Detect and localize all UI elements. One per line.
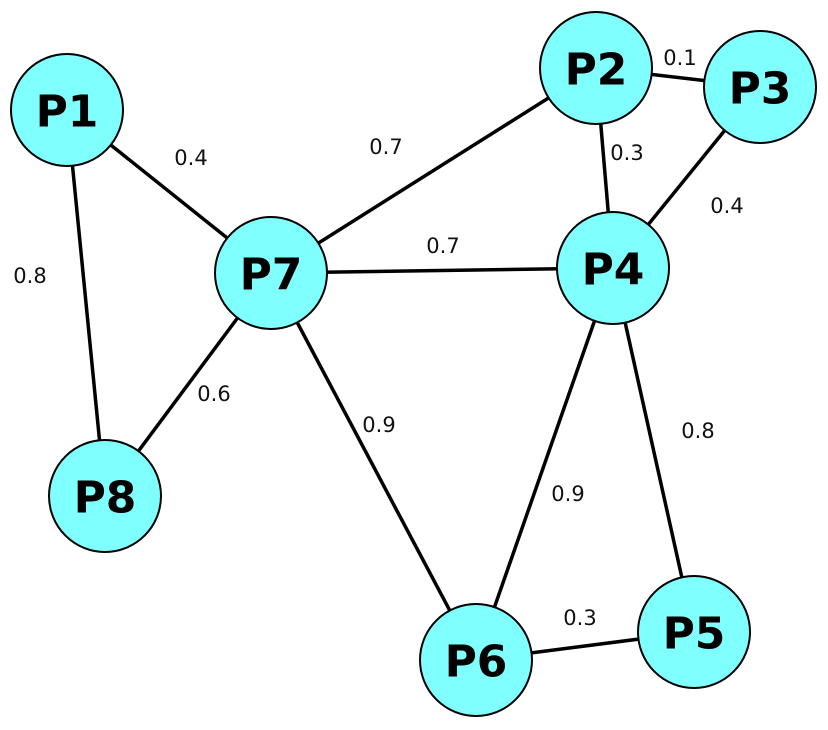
edge-p7-p2 [270, 66, 597, 275]
node-p1: P1 [10, 53, 124, 167]
edge-p1-p8 [65, 109, 107, 497]
node-circle-p2 [539, 11, 653, 125]
edge-p7-p6 [269, 272, 478, 661]
edge-weight-p1-p8: 0.8 [13, 264, 46, 288]
edge-weight-p7-p4: 0.7 [426, 234, 459, 258]
edge-weight-p1-p7: 0.4 [174, 146, 207, 170]
node-p2: P2 [539, 11, 653, 125]
edge-weight-p7-p2: 0.7 [369, 135, 402, 159]
edge-weight-p2-p3: 0.1 [663, 46, 696, 70]
node-circle-p5 [637, 575, 751, 689]
edge-weight-p7-p8: 0.6 [197, 382, 230, 406]
edges-layer [65, 66, 762, 662]
edge-weight-p6-p5: 0.3 [563, 606, 596, 630]
node-p4: P4 [556, 211, 670, 325]
edge-weight-p4-p6: 0.9 [551, 482, 584, 506]
node-circle-p8 [48, 439, 162, 553]
edge-weight-p7-p6: 0.9 [362, 413, 395, 437]
edge-p4-p5 [611, 267, 696, 633]
node-p6: P6 [419, 603, 533, 717]
weights-layer: 0.4 0.8 0.7 0.7 0.6 0.9 0.1 0.3 0.4 0.9 0.8 0.3 [13, 46, 743, 630]
node-label-p6: P6 [445, 637, 508, 688]
node-label-p7: P7 [240, 250, 303, 301]
node-p5: P5 [637, 575, 751, 689]
edge-weight-p2-p4: 0.3 [610, 141, 643, 165]
node-circle-p1 [10, 53, 124, 167]
edge-weight-p3-p4: 0.4 [710, 194, 743, 218]
node-circle-p7 [214, 216, 328, 330]
node-circle-p4 [556, 211, 670, 325]
node-label-p1: P1 [36, 87, 99, 138]
edge-p7-p4 [270, 266, 614, 275]
node-label-p2: P2 [565, 45, 628, 96]
edge-p4-p6 [474, 267, 615, 661]
node-p3: P3 [703, 30, 817, 144]
node-label-p8: P8 [74, 473, 137, 524]
node-p7: P7 [214, 216, 328, 330]
node-label-p4: P4 [582, 245, 645, 296]
node-label-p5: P5 [663, 609, 726, 660]
node-circle-p6 [419, 603, 533, 717]
edge-weight-p4-p5: 0.8 [681, 419, 714, 443]
node-p8: P8 [48, 439, 162, 553]
node-circle-p3 [703, 30, 817, 144]
node-label-p3: P3 [729, 64, 792, 115]
